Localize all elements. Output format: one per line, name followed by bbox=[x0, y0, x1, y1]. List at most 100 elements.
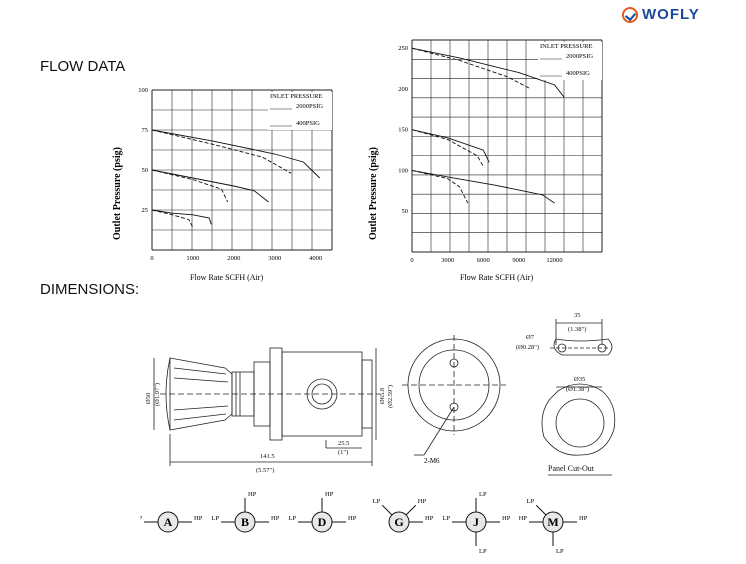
y-axis-label: Outlet Pressure (psig) bbox=[368, 147, 379, 240]
legend-entry: 400PSIG bbox=[296, 120, 320, 127]
legend-entry: 2000PSIG bbox=[296, 103, 323, 110]
y-tick-label: 250 bbox=[398, 45, 408, 52]
y-tick-label: 100 bbox=[398, 167, 408, 174]
x-axis-label: Flow Rate SCFH (Air) bbox=[190, 273, 263, 282]
port-letter: D bbox=[318, 515, 327, 529]
legend-bg bbox=[268, 92, 332, 130]
regulator-front-view: 2-M6 bbox=[402, 335, 506, 465]
series-line-2000psig bbox=[151, 129, 321, 179]
series-line-2000psig bbox=[151, 169, 269, 203]
hole-dia-label: Ø7 bbox=[526, 334, 535, 341]
port-label: HP bbox=[348, 515, 357, 522]
flow-chart-high: Outlet Pressure (psig) Flow Rate SCFH (A… bbox=[368, 39, 603, 282]
x-axis-label: Flow Rate SCFH (Air) bbox=[460, 273, 533, 282]
port-arrow bbox=[381, 504, 393, 516]
x-tick-label: 4000 bbox=[309, 255, 322, 262]
overall-length-in-label: (5.57") bbox=[256, 467, 274, 474]
series-line-400psig bbox=[411, 170, 469, 204]
port-circle bbox=[465, 511, 487, 533]
hole-spacing-in-label: (1.38") bbox=[568, 326, 586, 333]
legend-entry: 400PSIG bbox=[566, 70, 590, 77]
port-label: LP bbox=[556, 548, 564, 555]
port-circle bbox=[157, 511, 179, 533]
port-letter: B bbox=[241, 515, 249, 529]
y-axis-label: Outlet Pressure (psig) bbox=[112, 147, 123, 240]
port-letter: J bbox=[473, 515, 479, 529]
x-tick-label: 0 bbox=[410, 257, 413, 264]
series-line-400psig bbox=[411, 47, 531, 90]
y-tick-label: 75 bbox=[142, 127, 149, 134]
port-label: HP bbox=[519, 515, 528, 522]
port-label: LP bbox=[527, 498, 535, 505]
body-width-label: Ø65.8 bbox=[379, 388, 386, 404]
flow-chart-low: Outlet Pressure (psig) Flow Rate SCFH (A… bbox=[112, 87, 333, 282]
port-a: LPHPA bbox=[140, 511, 203, 533]
port-circle bbox=[311, 511, 333, 533]
y-tick-label: 50 bbox=[142, 167, 149, 174]
port-label: HP bbox=[502, 515, 511, 522]
x-tick-label: 9000 bbox=[512, 257, 525, 264]
port-label: HP bbox=[425, 515, 434, 522]
offset-label: 25.5 bbox=[338, 440, 349, 447]
port-letter: A bbox=[164, 515, 173, 529]
port-arrow bbox=[405, 504, 417, 516]
port-label: HP bbox=[194, 515, 203, 522]
port-label: HP bbox=[418, 498, 427, 505]
port-label: HP bbox=[248, 491, 257, 498]
port-label: HP bbox=[325, 491, 334, 498]
series-line-400psig bbox=[151, 169, 229, 203]
legend-entry: 2000PSIG bbox=[566, 53, 593, 60]
hole-dia-in-label: (Ø0.28") bbox=[516, 344, 539, 351]
port-arrow bbox=[535, 504, 547, 516]
offset-in-label: (1") bbox=[338, 449, 348, 456]
port-label: LP bbox=[211, 515, 219, 522]
knob-dia-label: Ø50 bbox=[145, 393, 152, 404]
knob-dia-in-label: (Ø1.97") bbox=[154, 383, 161, 406]
port-letter: G bbox=[394, 515, 403, 529]
cutout-dia-in-label: (Ø1.38") bbox=[566, 386, 589, 393]
port-d: LP HP HP D bbox=[288, 491, 357, 533]
x-tick-label: 6000 bbox=[477, 257, 490, 264]
hole-spacing-label: 35 bbox=[574, 312, 581, 319]
regulator-side-view: Ø50 (Ø1.97") Ø65.8 (Ø2.59") 141.5 (5.57"… bbox=[145, 347, 394, 474]
cutout-dia-label: Ø35 bbox=[574, 376, 585, 383]
y-tick-label: 200 bbox=[398, 86, 408, 93]
panel-cutout-label: Panel Cut-Out bbox=[548, 464, 595, 473]
port-b: LP HP HP B bbox=[211, 491, 280, 533]
y-tick-label: 50 bbox=[402, 208, 409, 215]
y-tick-label: 100 bbox=[138, 87, 148, 94]
x-tick-label: 3000 bbox=[441, 257, 454, 264]
legend-bg bbox=[538, 42, 602, 80]
series-line-2000psig bbox=[411, 129, 490, 163]
overall-length-label: 141.5 bbox=[260, 453, 275, 460]
body-width-in-label: (Ø2.59") bbox=[387, 385, 394, 408]
port-label: HP bbox=[579, 515, 588, 522]
x-tick-label: 12000 bbox=[546, 257, 562, 264]
port-letter: M bbox=[547, 515, 558, 529]
series-line-400psig bbox=[151, 129, 292, 174]
port-label: LP bbox=[442, 515, 450, 522]
legend-title: INLET PRESSURE bbox=[270, 93, 322, 100]
port-configurations: LPHPALPHPHPBLPHPHPDLPHPHPGLPHPLPLPJLPHPH… bbox=[140, 491, 588, 555]
port-m: LP HP HP LP M bbox=[519, 498, 588, 555]
y-tick-label: 25 bbox=[142, 207, 149, 214]
x-tick-label: 1000 bbox=[186, 255, 199, 262]
x-tick-label: 3000 bbox=[268, 255, 281, 262]
brand-logo: WOFLY bbox=[622, 6, 700, 23]
check-circle-logo-icon bbox=[622, 6, 638, 23]
dimensions-heading: DIMENSIONS: bbox=[40, 281, 140, 298]
brand-name: WOFLY bbox=[642, 6, 700, 23]
flow-data-heading: FLOW DATA bbox=[40, 58, 126, 75]
port-label: HP bbox=[271, 515, 280, 522]
series-line-2000psig bbox=[411, 47, 565, 98]
x-tick-label: 2000 bbox=[227, 255, 240, 262]
port-circle bbox=[542, 511, 564, 533]
mount-label: 2-M6 bbox=[424, 457, 440, 465]
legend-title: INLET PRESSURE bbox=[540, 43, 592, 50]
series-line-400psig bbox=[151, 209, 194, 228]
port-label: LP bbox=[479, 491, 487, 498]
port-label: LP bbox=[288, 515, 296, 522]
series-line-400psig bbox=[411, 129, 484, 167]
